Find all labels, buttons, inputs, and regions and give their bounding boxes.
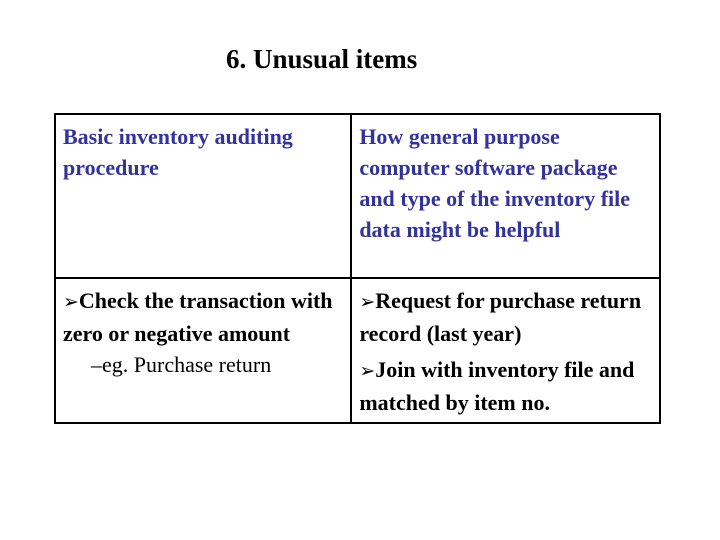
page-title: 6. Unusual items (226, 44, 418, 74)
list-item: ➢Request for purchase return record (las… (359, 285, 653, 349)
header-cell-procedure: Basic inventory auditing procedure (53, 113, 353, 279)
arrow-right-icon: ➢ (63, 291, 79, 313)
list-item: ➢Join with inventory file and matched by… (359, 354, 653, 418)
arrow-right-icon: ➢ (359, 291, 376, 313)
body-cell-software-help: ➢Request for purchase return record (las… (350, 277, 661, 424)
arrow-right-icon: ➢ (359, 360, 376, 382)
sub-example: –eg. Purchase return (91, 352, 272, 377)
header-cell-software-help: How general purpose computer software pa… (350, 113, 661, 279)
bullet-text: Check the transaction with zero or negat… (63, 288, 333, 346)
bullet-text: Join with inventory file and matched by … (359, 357, 635, 415)
body-cell-procedure: ➢Check the transaction with zero or nega… (53, 277, 353, 424)
table-header-row: Basic inventory auditing procedure How g… (53, 113, 661, 279)
bullet-text: Request for purchase return record (last… (359, 288, 642, 346)
table-row: ➢Check the transaction with zero or nega… (53, 277, 661, 424)
procedure-table: Basic inventory auditing procedure How g… (53, 113, 661, 424)
list-item: ➢Check the transaction with zero or nega… (63, 285, 344, 349)
